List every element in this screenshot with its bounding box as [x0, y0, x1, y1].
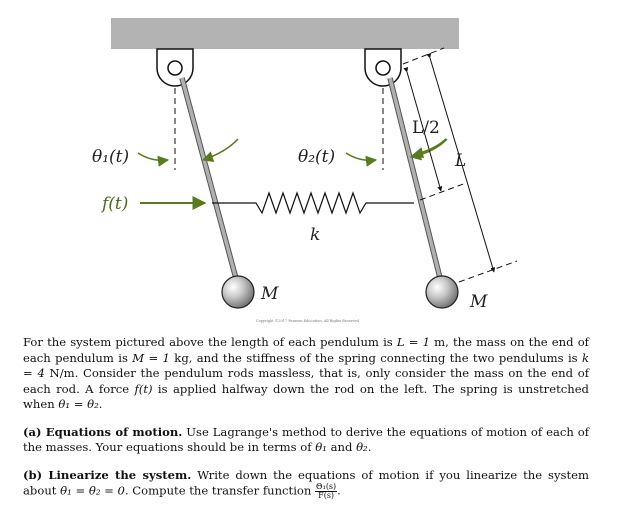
transfer-function-fraction: Θ₁(s)F(s) — [315, 482, 338, 500]
problem-statement: For the system pictured above the length… — [23, 335, 589, 512]
dim-tick-bottom — [458, 260, 518, 283]
right-mass — [425, 275, 459, 309]
left-pivot — [156, 48, 194, 87]
half-length-label: L/2 — [412, 118, 440, 138]
part-a-paragraph: (a) Equations of motion. Use Lagrange's … — [23, 424, 590, 455]
copyright-text: Copyright ©2017 Pearson Education, All R… — [256, 318, 360, 323]
length-dimension — [426, 52, 496, 273]
right-pivot — [364, 48, 402, 87]
part-b-paragraph: (b) Linearize the system. Write down the… — [23, 467, 589, 500]
part-a-heading: (a) Equations of motion. — [23, 424, 183, 439]
length-label: L — [454, 151, 466, 171]
theta1-arrow-right — [201, 138, 239, 162]
mass-right-label: M — [469, 292, 488, 312]
theta1-label: θ₁(t) — [92, 147, 129, 167]
part-b-heading: (b) Linearize the system. — [23, 467, 192, 482]
dim-tick-top — [402, 47, 445, 65]
left-mass — [221, 275, 255, 309]
two-pendulum-diagram: k M M θ₁(t) θ₂(t) f(t) L/2 L Copyright ©… — [92, 18, 518, 323]
intro-paragraph: For the system pictured above the length… — [23, 335, 590, 411]
spring — [212, 191, 414, 215]
theta1-arrow-left — [137, 152, 170, 167]
force-label: f(t) — [100, 194, 128, 214]
half-length-pointer — [411, 138, 447, 159]
left-rod-fill — [180, 77, 240, 287]
theta2-label: θ₂(t) — [298, 147, 335, 167]
theta2-arrow-left — [345, 152, 378, 167]
spring-label: k — [310, 225, 320, 245]
ceiling — [111, 18, 459, 49]
right-rod-fill — [388, 77, 444, 287]
mass-left-label: M — [260, 284, 279, 304]
dim-tick-middle — [419, 182, 467, 201]
